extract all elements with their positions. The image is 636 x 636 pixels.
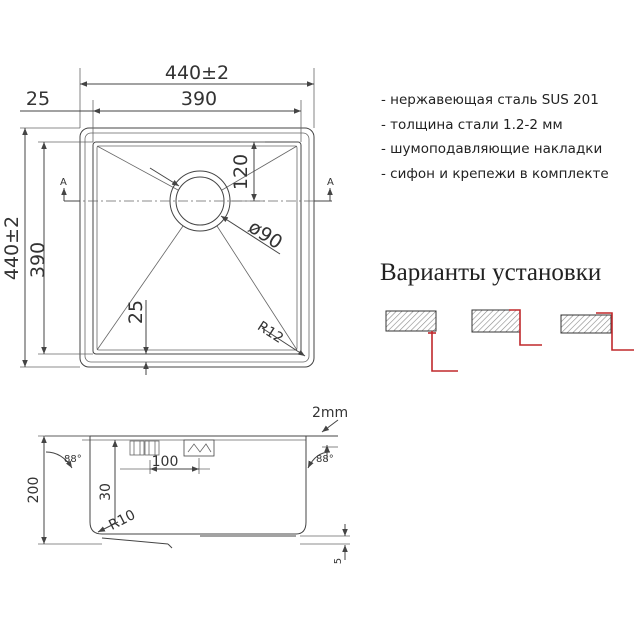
overall-height-label: 440±2: [1, 216, 23, 280]
sink-bowl: [92, 141, 302, 355]
bottom-radius-label: R10: [106, 507, 138, 534]
section-label-left: A: [60, 177, 67, 188]
inner-width-label: 390: [181, 88, 217, 110]
top-view: A A 440±2 390 25 440±2 390 120 ø90: [1, 62, 334, 375]
sink-edge-undermount: [431, 331, 458, 372]
overall-width-label: 440±2: [165, 62, 229, 84]
side-height-label: 200: [26, 477, 42, 504]
angle-right-label: 88°: [316, 454, 334, 465]
corner-radius-label: R12: [254, 318, 286, 346]
angle-left-label: 88°: [64, 454, 82, 465]
sink-edge-flush: [509, 309, 542, 346]
drain-diameter-label: ø90: [244, 216, 286, 254]
feature-item: - шумоподавляющие накладки: [381, 141, 603, 157]
variant-undermount: [385, 310, 458, 372]
overflow-height-label: 30: [98, 483, 114, 501]
feature-item: - толщина стали 1.2-2 мм: [381, 116, 563, 133]
sink-outer-edge: [79, 127, 315, 368]
flange-label: 25: [26, 88, 50, 110]
thickness-label: 2mm: [312, 405, 348, 421]
overflow-spacing-label: 100: [152, 454, 179, 470]
overflow-logo: [183, 439, 215, 457]
slope-offset-label: 25: [125, 300, 147, 324]
section-label-right: A: [327, 177, 334, 188]
variant-flush-mount: [471, 309, 542, 346]
variant-top-mount: [560, 312, 634, 351]
slope-label: 5: [333, 558, 344, 564]
drain-offset-label: 120: [230, 154, 252, 190]
installation-variants: [385, 309, 634, 372]
installation-title: Варианты установки: [380, 259, 602, 286]
feature-item: - нержавеющая сталь SUS 201: [381, 92, 599, 108]
feature-item: - сифон и крепежи в комплекте: [381, 165, 609, 182]
sink-profile: [89, 436, 307, 535]
feature-list: - нержавеющая сталь SUS 201 - толщина ст…: [381, 88, 609, 186]
side-view: 100 30 R10 200 88° 88° 2mm 5: [26, 405, 350, 564]
sink-edge-top: [596, 312, 634, 351]
inner-height-label: 390: [27, 242, 49, 278]
